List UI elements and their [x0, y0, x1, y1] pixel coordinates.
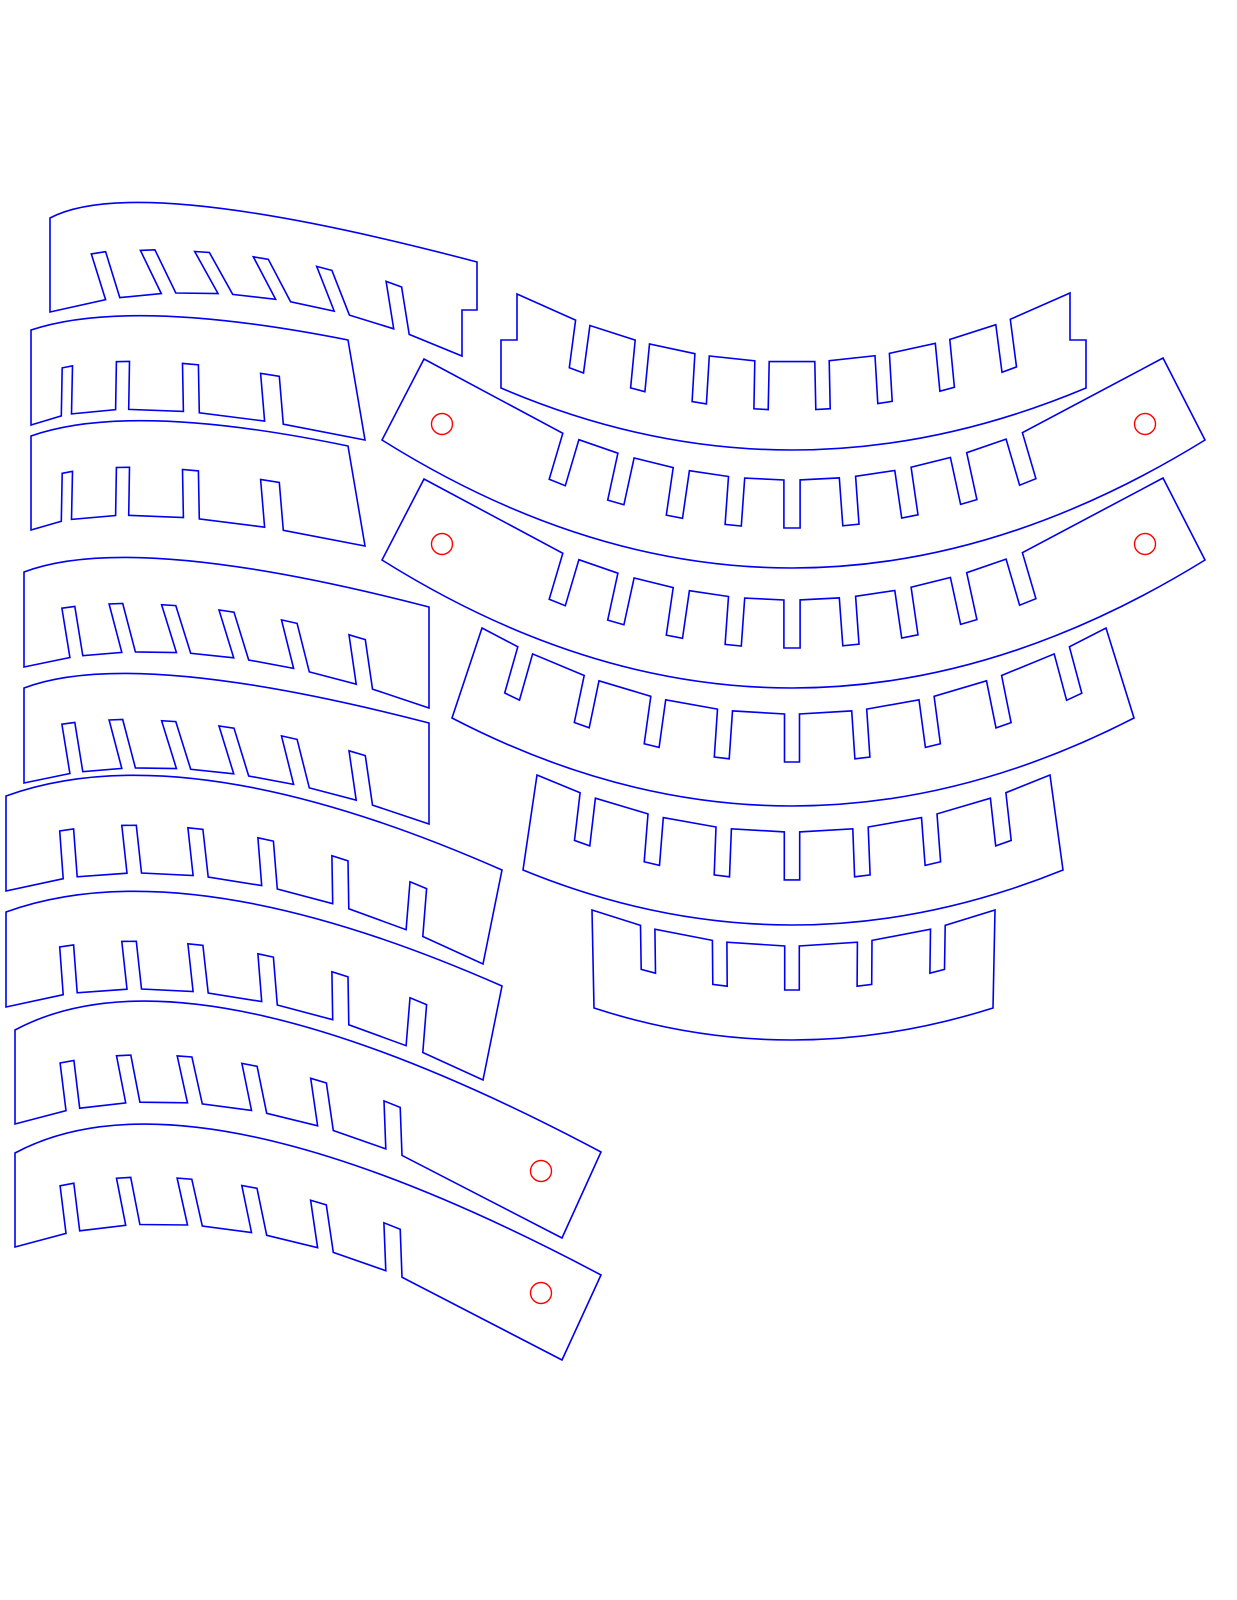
- mounting-hole-2: [1133, 412, 1157, 436]
- mounting-hole-6: [529, 1281, 553, 1305]
- left-piece-8: [14, 1000, 603, 1240]
- right-piece-1: [500, 291, 1087, 451]
- mounting-holes: [430, 412, 1157, 1305]
- left-piece-6: [5, 774, 503, 966]
- left-piece-2: [30, 314, 366, 442]
- mounting-hole-1: [430, 412, 454, 436]
- right-piece-6: [591, 908, 996, 1041]
- left-piece-5: [23, 672, 430, 826]
- left-piece-9: [14, 1123, 603, 1362]
- right-piece-4: [451, 626, 1135, 807]
- mounting-hole-5: [529, 1159, 553, 1183]
- right-piece-3: [380, 476, 1207, 689]
- mounting-hole-3: [430, 532, 454, 556]
- left-piece-4: [23, 556, 430, 710]
- left-piece-1: [49, 201, 478, 358]
- mounting-hole-4: [1133, 532, 1157, 556]
- cut-pieces: [5, 201, 1207, 1362]
- left-piece-3: [30, 419, 366, 548]
- right-piece-2: [380, 356, 1207, 569]
- left-piece-7: [5, 890, 503, 1082]
- right-piece-5: [522, 773, 1064, 926]
